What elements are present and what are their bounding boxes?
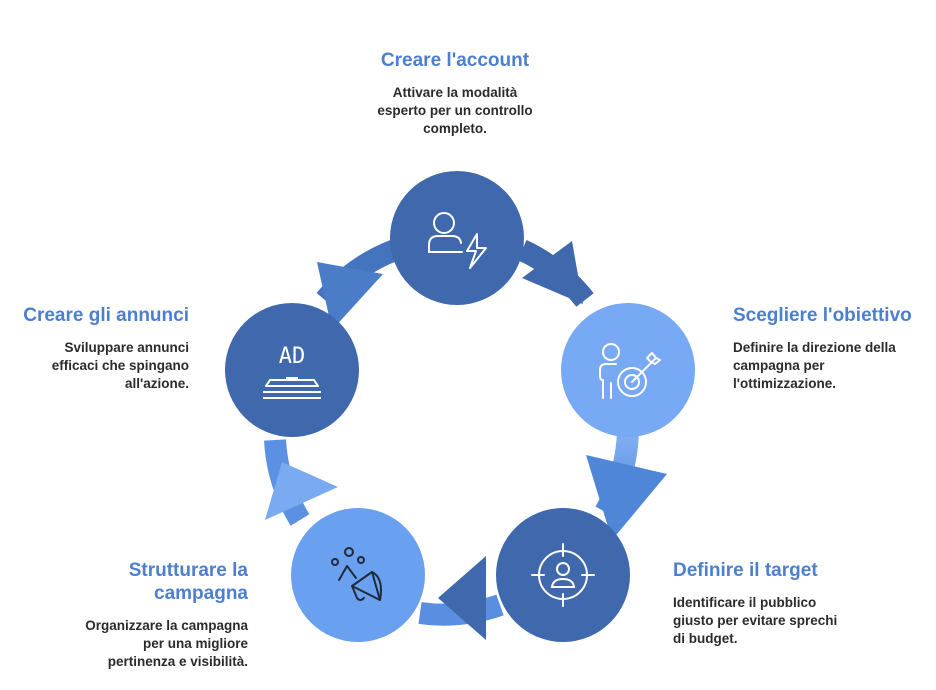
desc-line: Identificare il pubblico (673, 595, 817, 610)
step-circles (225, 171, 695, 642)
step-desc-structure: Organizzare la campagna per una migliore… (48, 617, 248, 671)
desc-line: pertinenza e visibilità. (107, 654, 248, 669)
desc-line: Attivare la modalità (392, 85, 518, 100)
step-desc-account: Attivare la modalità esperto per un cont… (350, 84, 560, 138)
circle-structure (291, 508, 425, 642)
step-desc-ads: Sviluppare annunci efficaci che spingano… (0, 339, 189, 393)
desc-line: l'ottimizzazione. (733, 376, 836, 391)
desc-line: Definire la direzione della (733, 340, 896, 355)
arrowheads (265, 241, 667, 640)
desc-line: di budget. (673, 631, 738, 646)
step-desc-objective: Definire la direzione della campagna per… (733, 339, 933, 393)
arrowhead-to-objective (522, 241, 583, 304)
user-lightning-icon (428, 212, 487, 269)
ad-icon: AD (263, 344, 321, 399)
circle-ads (225, 303, 359, 437)
desc-line: giusto per evitare sprechi (673, 613, 838, 628)
ad-icon-text: AD (279, 344, 306, 369)
desc-line: per una migliore (142, 636, 248, 651)
person-target-icon (599, 343, 661, 399)
step-desc-target: Identificare il pubblico giusto per evit… (673, 594, 873, 648)
step-title-objective: Scegliere l'obiettivo (733, 305, 912, 326)
step-title-account: Creare l'account (380, 50, 530, 71)
megaphone-icon (331, 547, 382, 601)
desc-line: completo. (423, 121, 487, 136)
desc-line: all'azione. (125, 376, 189, 391)
crosshair-user-icon (531, 543, 595, 607)
arrowhead-to-ads (265, 462, 338, 520)
arrowhead-to-account (317, 262, 383, 330)
desc-line: campagna per (733, 358, 825, 373)
step-title-target: Definire il target (673, 560, 818, 581)
desc-line: Sviluppare annunci (64, 340, 189, 355)
title-line: Strutturare la (128, 560, 248, 581)
step-title-ads: Creare gli annunci (23, 305, 189, 326)
arrowhead-to-structure (438, 556, 486, 640)
step-title-structure: Strutturare la campagna (48, 559, 248, 605)
desc-line: Organizzare la campagna (85, 618, 248, 633)
arrowhead-to-target (586, 455, 667, 540)
circle-objective (561, 303, 695, 437)
desc-line: esperto per un controllo (377, 103, 533, 118)
title-line: campagna (154, 583, 248, 604)
desc-line: efficaci che spingano (51, 358, 189, 373)
